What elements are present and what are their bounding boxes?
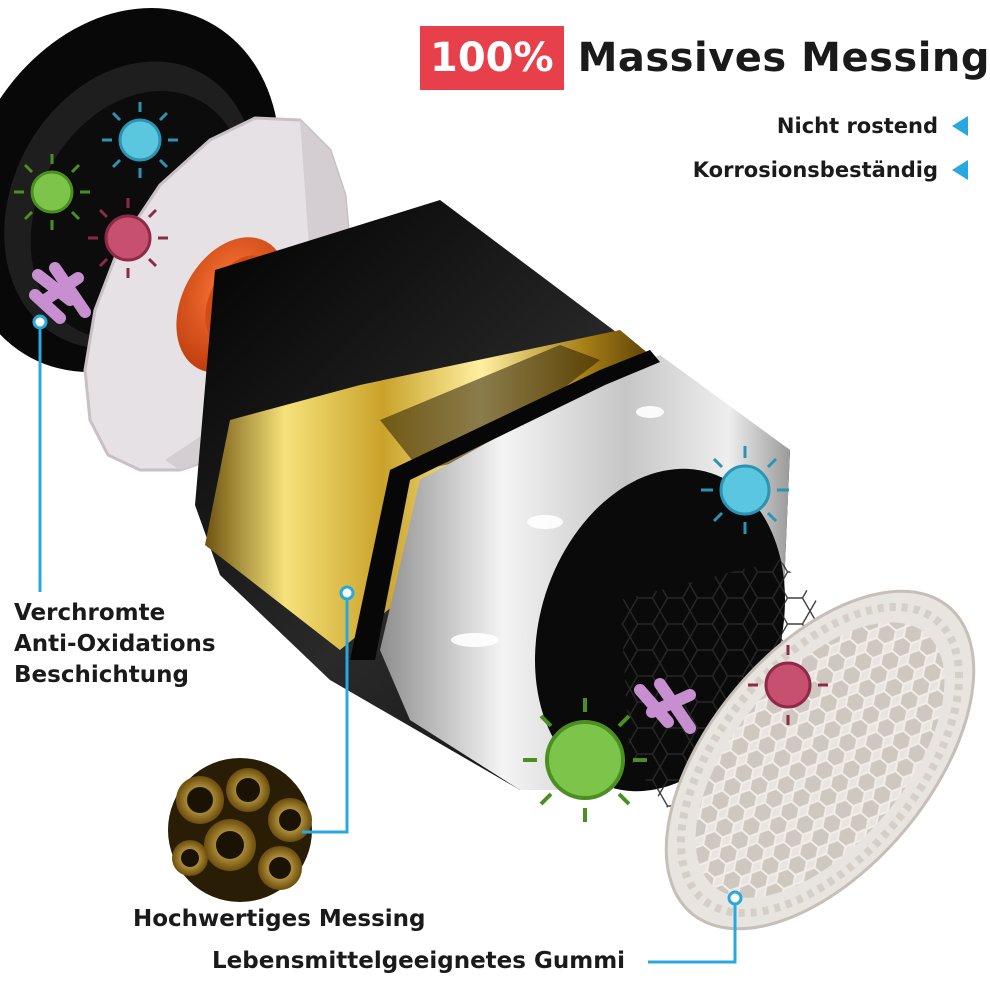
callout-line: Anti-Oxidations [14,631,216,657]
callout-rubber: Lebensmittelgeeignetes Gummi [212,946,625,977]
callout-line: Verchromte [14,600,166,626]
callout-brass: Hochwertiges Messing [133,904,425,935]
feature-rust-free: Nicht rostend [777,114,968,138]
feature-corrosion-resistant: Korrosionsbeständig [693,158,968,182]
callout-line: Beschichtung [14,662,189,688]
percent-badge: 100% [420,26,564,90]
bacteria-lilac-bottom [634,678,696,734]
germ-green-top [14,154,90,230]
bacteria-lilac-top [29,262,91,324]
germ-pink-top [88,198,168,278]
pointer-brass [302,593,349,834]
triangle-left-icon [952,116,968,136]
germ-cyan-right [701,446,789,534]
germ-green-bottom [523,698,647,822]
germ-pink-right [748,645,828,725]
pointer-dots [32,314,743,906]
triangle-left-icon [952,160,968,180]
germ-cyan-top [102,102,178,178]
brass-tubes-photo [168,758,312,902]
rubber-filter-disk [664,589,976,931]
pointer-lines [38,322,737,964]
feature-label: Korrosionsbeständig [692,158,938,182]
callout-line: Hochwertiges Messing [133,906,426,932]
callout-line: Lebensmittelgeeignetes Gummi [212,948,626,974]
headline: 100% Massives Messing [420,26,990,90]
feature-label: Nicht rostend [776,114,938,138]
pointer-rubber [648,898,737,964]
callout-chrome-coating: Verchromte Anti-Oxidations Beschichtung [14,598,216,691]
headline-title: Massives Messing [577,35,990,81]
